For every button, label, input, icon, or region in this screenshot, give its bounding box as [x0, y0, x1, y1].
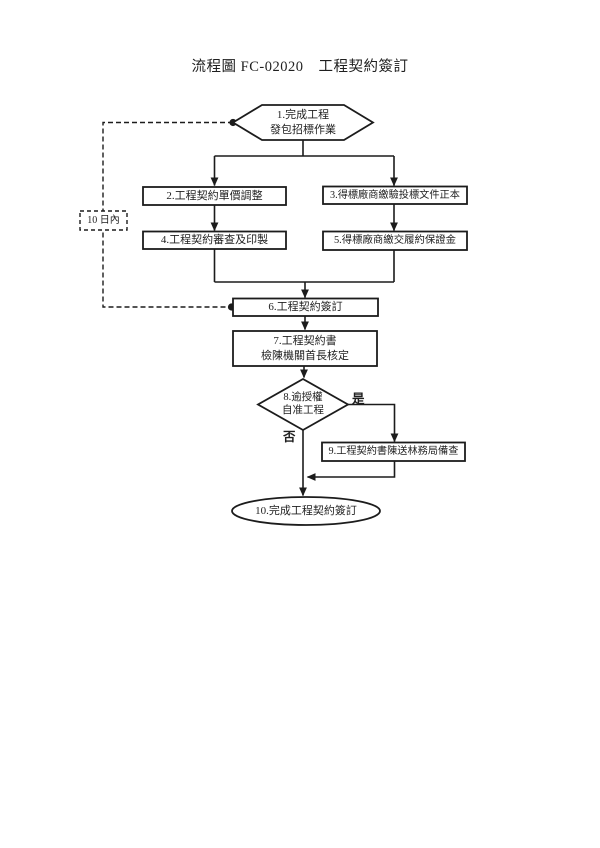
node-6-box — [232, 297, 379, 317]
node-3-box — [322, 185, 468, 205]
node-1-label: 1.完成工程 發包招標作業 — [270, 108, 336, 136]
edge-split-from-start — [214, 140, 394, 157]
node-2-box — [142, 186, 287, 206]
node-4-label: 4.工程契約審查及印製 — [160, 233, 269, 246]
node-9-box — [321, 441, 466, 462]
node-6-label: 6.工程契約簽訂 — [268, 300, 343, 313]
node-4-box — [142, 230, 287, 250]
node-10-label: 10.完成工程契約簽訂 — [255, 504, 357, 517]
node-1-hexagon — [231, 104, 375, 141]
node-8-decision-diamond — [256, 377, 350, 432]
duration-label: 10 日內 — [87, 214, 120, 226]
dashed-time-span-line — [102, 121, 233, 308]
node-2-label: 2.工程契約單價調整 — [166, 189, 263, 202]
node-7-label: 7.工程契約書 檢陳機關首長核定 — [261, 334, 349, 362]
node-5-label: 5.得標廠商繳交履約保證金 — [333, 235, 457, 246]
node-5-box — [322, 230, 468, 251]
node-8-label: 8.逾授權 自准工程 — [282, 392, 324, 416]
node-duration-dashed-box — [79, 210, 128, 231]
connector-arrows — [210, 156, 399, 497]
edge-n9-return — [306, 461, 396, 481]
page-title: 流程圖 FC-02020 工程契約簽訂 — [191, 59, 409, 75]
node-3-label: 3.得標廠商繳驗投標文件正本 — [330, 189, 460, 201]
node-7-box — [232, 330, 378, 367]
node-9-label: 9.工程契約書陳送林務局備查 — [328, 446, 459, 457]
branch-label-yes: 是 — [352, 392, 365, 406]
connector-lines — [213, 140, 395, 283]
branch-label-no: 否 — [283, 430, 296, 444]
edge-merge-to-sign — [213, 249, 395, 283]
edge-yes-n9 — [348, 403, 399, 443]
node-10-terminator-oval — [231, 496, 381, 526]
